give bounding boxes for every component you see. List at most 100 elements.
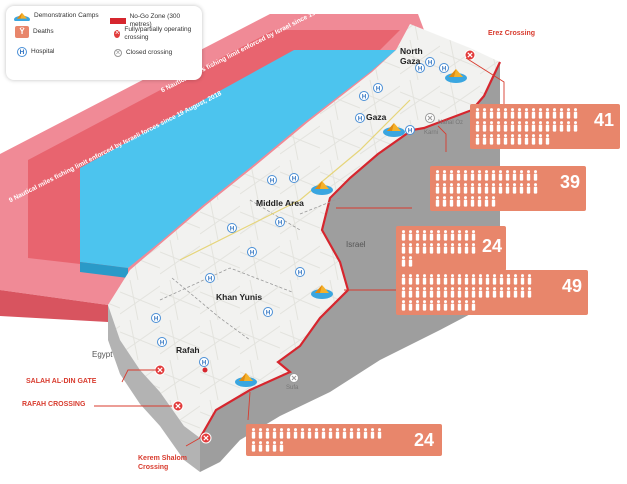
person-icon [436,287,441,298]
map-legend: Demonstration Camps No-Go Zone (300 metr… [6,6,202,80]
person-icon [436,300,441,311]
person-icon [272,441,277,452]
person-icon [349,428,354,439]
person-icon [484,196,489,207]
person-icon [526,183,531,194]
person-icon [538,134,543,145]
person-icon [457,300,462,311]
gaza-strip [108,24,501,472]
hospital-icon [355,113,365,123]
region-khan-yunis: Khan Yunis [216,292,263,302]
person-icon [496,134,501,145]
legend-deaths-label: Deaths [33,28,54,36]
person-icon [401,287,406,298]
person-icon [485,274,490,285]
hospital-icon [295,267,305,277]
person-icon [321,428,326,439]
person-icon [429,274,434,285]
person-icon [520,287,525,298]
person-icon [456,196,461,207]
region-rafah: Rafah [176,345,200,355]
person-icon [464,243,469,254]
person-icon [463,170,468,181]
person-icon [478,274,483,285]
person-icon [442,170,447,181]
legend-deaths: Ϋ Deaths [15,26,54,38]
person-icon [477,183,482,194]
legend-hospital-label: Hospital [31,48,55,56]
country-egypt: Egypt [92,350,113,359]
person-icon [450,300,455,311]
person-icon [293,428,298,439]
person-icon [512,170,517,181]
person-icon [496,108,501,119]
person-icon [475,121,480,132]
death-count-boxes [246,104,620,456]
person-icon [377,428,382,439]
person-icon [251,428,256,439]
person-icon [464,274,469,285]
person-icon [491,183,496,194]
person-icon [436,230,441,241]
person-icon [463,196,468,207]
death-box [470,104,620,149]
person-icon [286,428,291,439]
person-icon [442,196,447,207]
person-icon [251,441,256,452]
place-karni: Karni [424,130,439,136]
person-icon [449,183,454,194]
person-icon [510,134,515,145]
person-icon [471,274,476,285]
person-icon [436,274,441,285]
person-icon [470,196,475,207]
region-gaza: Gaza [366,112,387,122]
person-icon [408,230,413,241]
person-icon [335,428,340,439]
hospital-icon [373,83,383,93]
person-icon [496,121,501,132]
person-icon [258,441,263,452]
person-icon [415,274,420,285]
legend-camps: Demonstration Camps [14,12,99,24]
person-icon [401,256,406,267]
person-icon [573,108,578,119]
person-icon [457,243,462,254]
tent-icon [14,12,30,24]
person-icon [456,183,461,194]
person-icon [505,170,510,181]
person-icon [422,300,427,311]
person-icon [545,121,550,132]
person-icon [491,170,496,181]
hospital-icon [405,125,415,135]
person-icon [498,183,503,194]
person-icon [443,300,448,311]
person-icon [471,300,476,311]
person-icon [559,121,564,132]
hospital-icon [289,173,299,183]
person-icon [265,441,270,452]
person-icon [478,287,483,298]
crossing-open-icon [172,400,184,412]
hospital-icon [439,63,449,73]
person-icon [533,170,538,181]
hospital-icon [199,357,209,367]
person-icon [531,134,536,145]
person-icon [401,230,406,241]
person-icon [370,428,375,439]
legend-open-crossing: Fully/partially operating crossing [114,26,198,41]
person-icon [552,121,557,132]
person-icon [265,428,270,439]
person-icon [492,287,497,298]
person-icon [484,170,489,181]
person-icon [443,287,448,298]
hospital-icon [263,307,273,317]
person-icon [415,287,420,298]
person-icon [489,134,494,145]
person-icon [464,287,469,298]
hospital-icon [157,337,167,347]
person-icon [450,274,455,285]
person-icon [457,230,462,241]
person-icon [415,230,420,241]
legend-hospital: H Hospital [17,47,54,57]
person-icon [450,287,455,298]
